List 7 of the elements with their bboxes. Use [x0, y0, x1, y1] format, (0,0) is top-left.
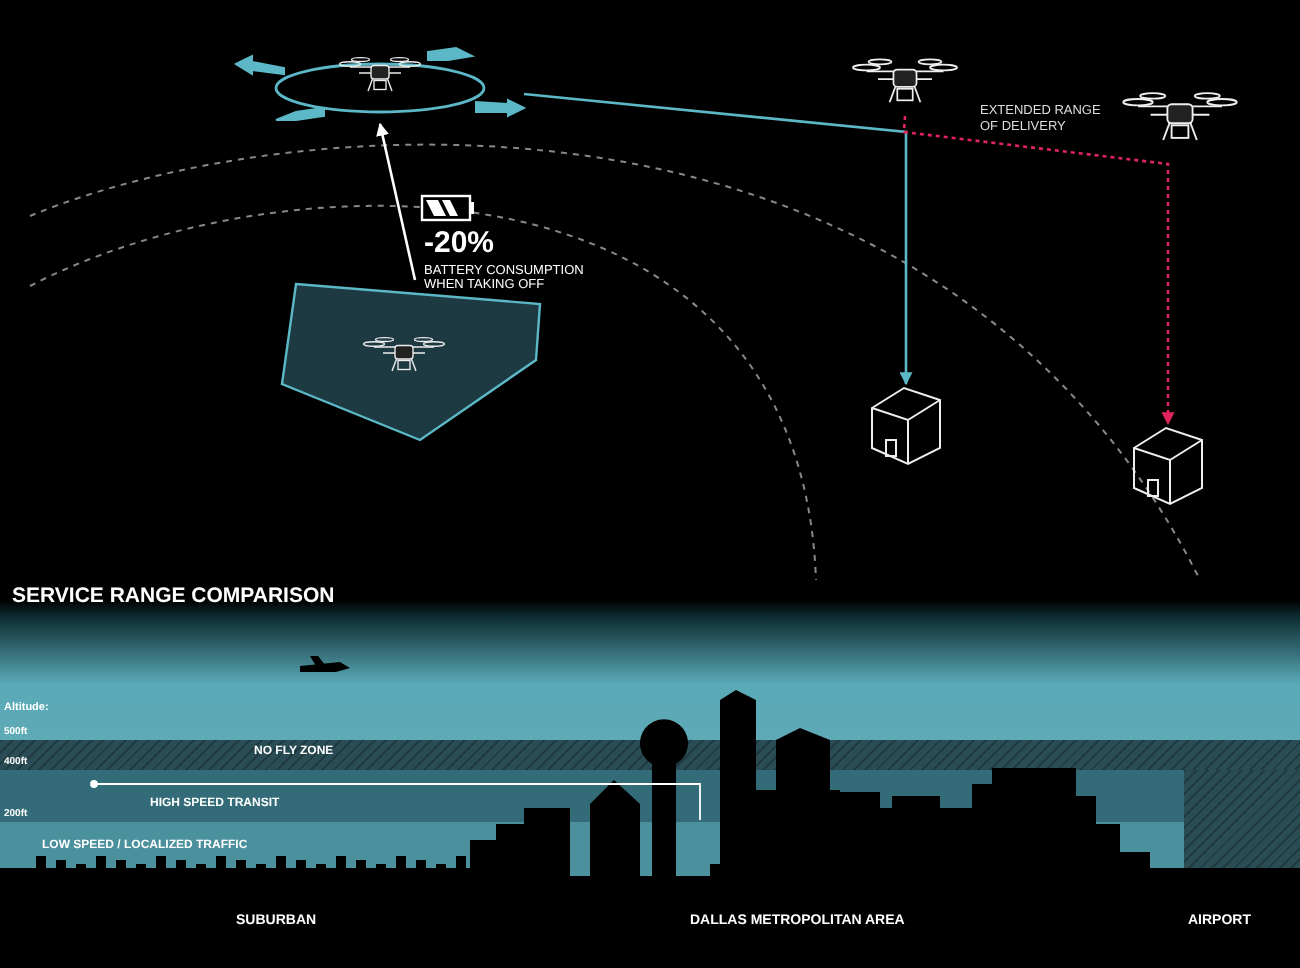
arrow — [902, 115, 1175, 426]
arrow — [523, 92, 913, 386]
percentage-value: -20% — [424, 226, 495, 261]
arrow — [376, 122, 417, 281]
section-title: SERVICE RANGE COMPARISON — [12, 584, 335, 608]
house-icon — [1130, 424, 1206, 508]
house-icon — [868, 384, 944, 468]
